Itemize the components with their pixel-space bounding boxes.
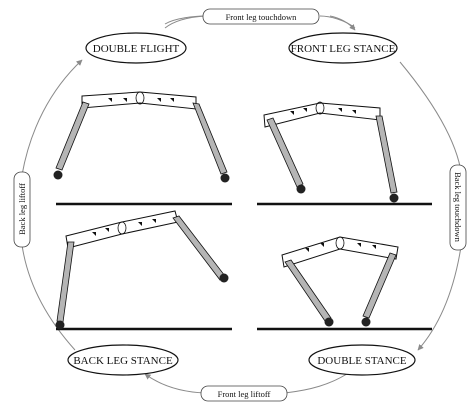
transition-front-touchdown-label: Front leg touchdown: [226, 12, 298, 22]
mass-markers: [92, 219, 156, 236]
body-joint: [315, 101, 325, 115]
mass-markers: [305, 243, 376, 252]
mass-markers: [290, 108, 356, 115]
arc-top-left: [164, 15, 206, 29]
robot-body: [65, 210, 179, 249]
front-leg: [362, 252, 397, 319]
transition-front-touchdown: Front leg touchdown: [202, 8, 320, 25]
robot-body: [263, 102, 381, 128]
front-leg: [172, 215, 226, 281]
phase-double-flight: DOUBLE FLIGHT: [85, 32, 187, 64]
robot-double-flight: [53, 91, 230, 183]
front-foot: [389, 193, 399, 203]
arc-top-arrow: [329, 15, 356, 31]
body-joint: [335, 236, 345, 250]
body-joint: [135, 91, 145, 105]
arc-bottom-arrow: [144, 373, 206, 394]
robot-body: [281, 236, 399, 268]
robot-body: [81, 91, 197, 110]
transition-back-liftoff-label: Back leg liftoff: [17, 183, 27, 235]
front-foot: [219, 273, 229, 283]
mass-markers: [108, 98, 174, 102]
back-foot: [55, 320, 65, 330]
transition-back-liftoff: Back leg liftoff: [13, 171, 31, 248]
robot-front-leg-stance: [263, 101, 399, 203]
front-foot: [361, 317, 371, 327]
back-leg: [284, 259, 332, 322]
back-foot: [324, 317, 334, 327]
transition-back-touchdown-label: Back leg touchdown: [453, 172, 463, 243]
arc-left: [21, 244, 76, 351]
phase-double-stance: DOUBLE STANCE: [308, 344, 416, 376]
robot-double-stance: [281, 236, 399, 327]
arc-right-arrow: [417, 239, 463, 351]
phase-back-leg-stance-label: BACK LEG STANCE: [73, 355, 173, 367]
arc-bottom-right: [284, 371, 351, 394]
transition-front-liftoff: Front leg liftoff: [200, 385, 288, 402]
back-leg: [266, 117, 304, 188]
body-joint: [117, 221, 127, 235]
transition-front-liftoff-label: Front leg liftoff: [218, 389, 271, 399]
transition-back-touchdown: Back leg touchdown: [449, 164, 467, 251]
phase-double-stance-label: DOUBLE STANCE: [317, 355, 407, 367]
back-leg: [56, 241, 75, 323]
ground-lines: [56, 202, 432, 331]
back-foot: [53, 170, 63, 180]
phase-back-leg-stance: BACK LEG STANCE: [67, 344, 179, 376]
phase-front-leg-stance-label: FRONT LEG STANCE: [291, 43, 396, 55]
front-leg: [192, 102, 228, 175]
arc-left-arrow: [21, 59, 83, 176]
arc-right: [399, 61, 463, 181]
phase-double-flight-label: DOUBLE FLIGHT: [93, 43, 180, 55]
phase-front-leg-stance: FRONT LEG STANCE: [288, 32, 398, 64]
robot-back-leg-stance: [55, 210, 229, 330]
front-foot: [220, 173, 230, 183]
back-leg: [55, 101, 90, 171]
front-leg: [375, 115, 398, 194]
back-foot: [296, 184, 306, 194]
